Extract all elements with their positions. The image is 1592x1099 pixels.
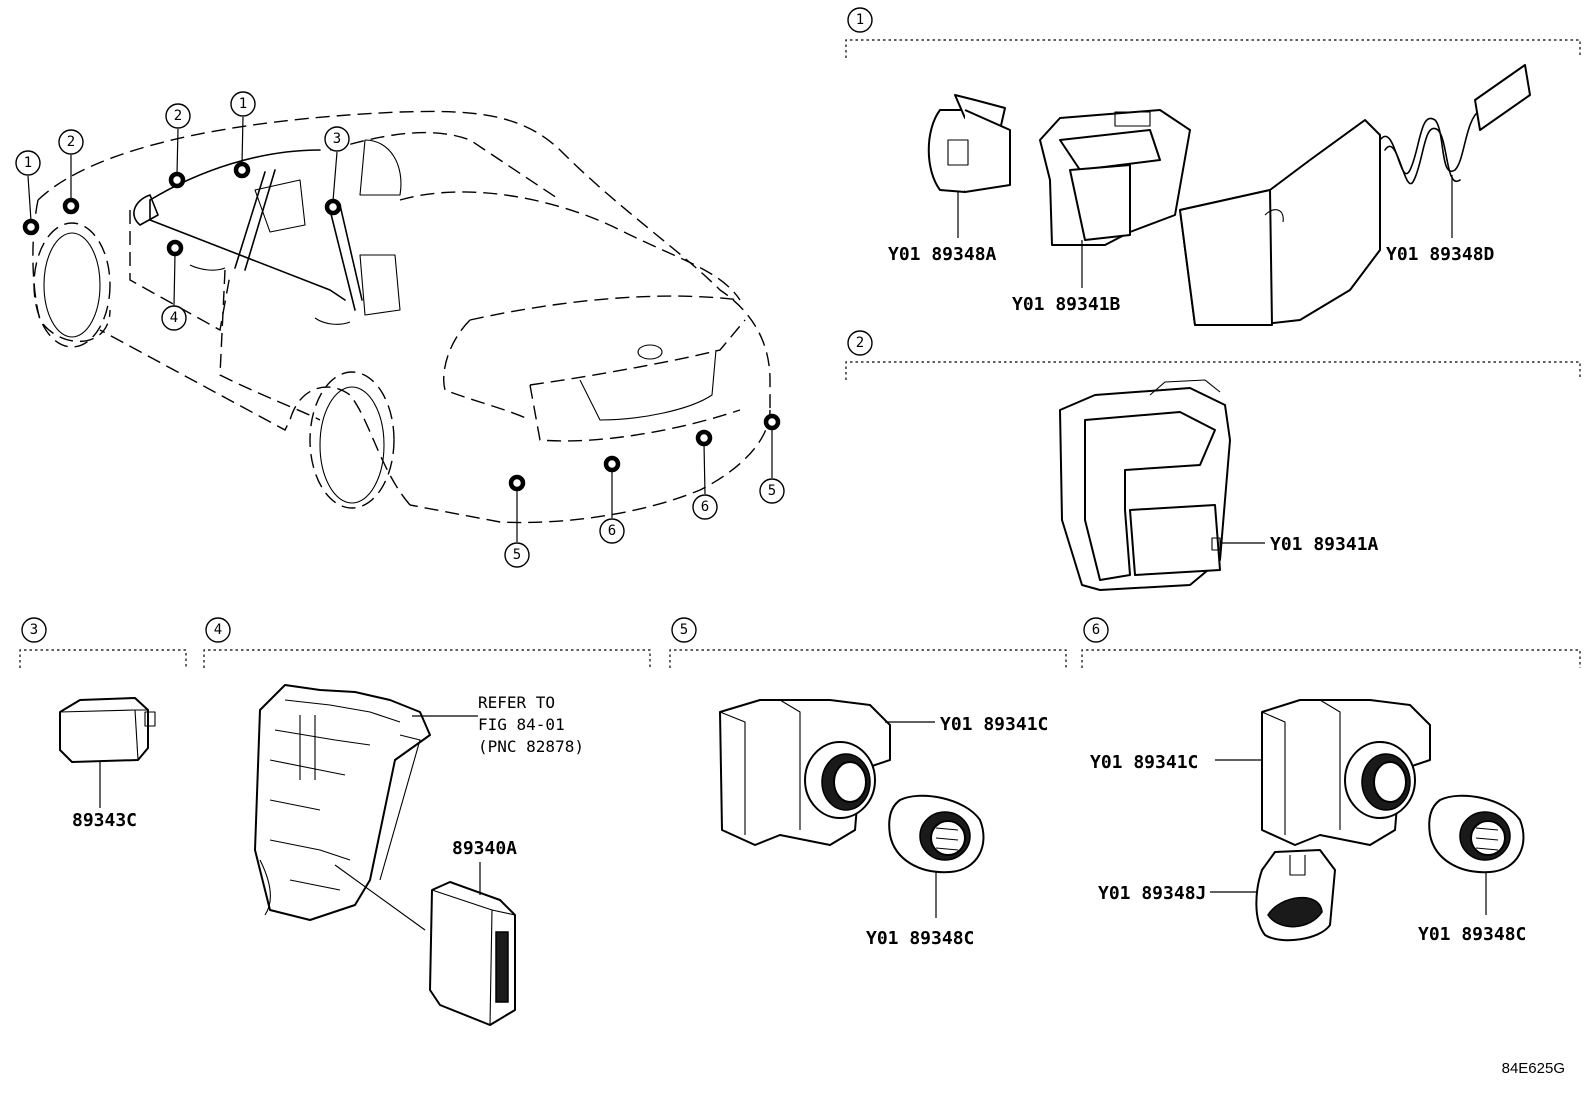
section-5: 5 Y01 89341C Y01 89348C: [669, 617, 1067, 949]
ecu-89340a: 89340A: [334, 838, 517, 1026]
sensor-89341b: Y01 89341B: [1012, 109, 1191, 315]
label-y01-89348j: Y01 89348J: [1098, 883, 1206, 904]
sensor-dot: [22, 218, 40, 236]
sensor-dot: [233, 161, 251, 179]
sensor-dot: [508, 474, 526, 492]
section-4: 4 REFER TO FIG 84-01 (PNC 82878): [203, 617, 651, 1026]
section-6: 6 Y01 89341C Y01 89348J Y01 89348C: [1081, 617, 1581, 945]
callout-3: 3: [324, 126, 350, 152]
sensor-89341c-front: Y01 89341C: [1090, 699, 1431, 846]
car-callout-leaders: [27, 116, 773, 542]
section-5-callout: 5: [671, 617, 697, 643]
retainer-89348c-front: Y01 89348C: [1418, 794, 1526, 945]
retainer-89348c-rear: Y01 89348C: [866, 794, 985, 949]
svg-text:6: 6: [1092, 622, 1100, 638]
sensor-dot: [166, 239, 184, 257]
section-2: 2 Y01 89341A: [845, 330, 1581, 591]
svg-text:5: 5: [680, 622, 688, 638]
sensor-dot: [62, 197, 80, 215]
label-y01-89341c: Y01 89341C: [940, 714, 1048, 735]
label-89343c: 89343C: [72, 810, 137, 831]
callout-4: 4: [161, 305, 187, 331]
svg-text:4: 4: [214, 622, 222, 638]
refer-note-line2: FIG 84-01: [478, 715, 565, 734]
section-4-callout: 4: [205, 617, 231, 643]
sensor-89341a: Y01 89341A: [1059, 379, 1379, 591]
mounting-bracket: [254, 684, 431, 921]
svg-text:5: 5: [513, 547, 521, 563]
svg-text:1: 1: [856, 12, 864, 28]
buzzer-89343c: 89343C: [59, 697, 156, 831]
sensor-dot: [603, 455, 621, 473]
svg-text:5: 5: [768, 483, 776, 499]
callout-5: 5: [759, 478, 785, 504]
retainer-89348j: Y01 89348J: [1098, 849, 1336, 942]
callout-5: 5: [504, 542, 530, 568]
svg-text:3: 3: [30, 622, 38, 638]
section-1: 1 Y01 89348A Y01 89341B: [845, 7, 1581, 326]
diagram-code: 84E625G: [1502, 1060, 1565, 1077]
sensor-89341c-rear: Y01 89341C: [719, 699, 1048, 846]
section-3-callout: 3: [21, 617, 47, 643]
callout-2: 2: [58, 129, 84, 155]
refer-note-line1: REFER TO: [478, 693, 555, 712]
callout-6: 6: [599, 518, 625, 544]
svg-text:3: 3: [333, 131, 341, 147]
label-y01-89341b: Y01 89341B: [1012, 294, 1121, 315]
label-89340a: 89340A: [452, 838, 517, 859]
svg-text:4: 4: [170, 310, 178, 326]
label-y01-89341c: Y01 89341C: [1090, 752, 1198, 773]
svg-text:2: 2: [856, 335, 864, 351]
label-y01-89348c: Y01 89348C: [866, 928, 974, 949]
sensor-module-89348d: Y01 89348D: [1179, 64, 1531, 326]
retainer-89348a: Y01 89348A: [888, 94, 1011, 265]
sensor-dot: [168, 171, 186, 189]
refer-note-line3: (PNC 82878): [478, 737, 584, 756]
car-callouts: 1 2 2 1 3 4 5 6 6 5: [15, 91, 785, 568]
section-1-callout: 1: [847, 7, 873, 33]
svg-text:2: 2: [67, 134, 75, 150]
callout-6: 6: [692, 494, 718, 520]
callout-2: 2: [165, 103, 191, 129]
svg-text:6: 6: [608, 523, 616, 539]
label-y01-89348d: Y01 89348D: [1386, 244, 1495, 265]
svg-text:1: 1: [24, 155, 32, 171]
label-y01-89348c: Y01 89348C: [1418, 924, 1526, 945]
svg-text:1: 1: [239, 96, 247, 112]
sensor-locations: [22, 161, 781, 492]
sensor-dot: [695, 429, 713, 447]
car-illustration: [32, 110, 771, 524]
callout-1: 1: [15, 150, 41, 176]
label-y01-89341a: Y01 89341A: [1270, 534, 1379, 555]
section-6-callout: 6: [1083, 617, 1109, 643]
sensor-dot: [763, 413, 781, 431]
svg-text:2: 2: [174, 108, 182, 124]
sensor-dot: [324, 198, 342, 216]
label-y01-89348a: Y01 89348A: [888, 244, 997, 265]
section-2-callout: 2: [847, 330, 873, 356]
callout-1: 1: [230, 91, 256, 117]
svg-text:6: 6: [701, 499, 709, 515]
section-3: 3 89343C: [19, 617, 187, 831]
